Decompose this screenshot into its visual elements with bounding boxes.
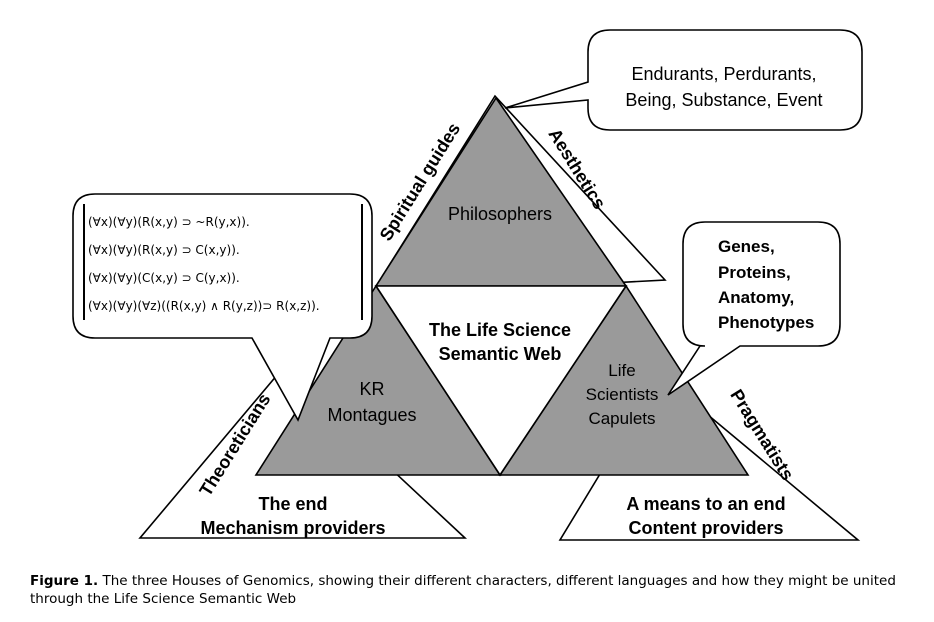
semantic-web-center-triangle [374,285,628,477]
three-houses-diagram: The Life Science Semantic Web Philosophe… [72,29,863,541]
biology-term-proteins: Proteins, [718,263,791,282]
biology-term-phenotypes: Phenotypes [718,313,814,332]
biology-term-genes: Genes, [718,237,775,256]
right-bottom-line1: A means to an end [626,494,785,514]
figure-caption-text: The three Houses of Genomics, showing th… [30,573,896,607]
ontology-terms-line2: Being, Substance, Event [625,90,822,110]
center-title-line1: The Life Science [429,320,571,340]
scientists-label: Scientists [586,385,659,404]
logic-formulas-bubble [72,193,373,422]
philosophers-label: Philosophers [448,204,552,224]
logic-formula-2: (∀x)(∀y)(R(x,y) ⊃ C(x,y)). [88,243,240,257]
figure-caption: Figure 1. The three Houses of Genomics, … [30,572,910,608]
ontology-terms-line1: Endurants, Perdurants, [631,64,816,84]
logic-formula-3: (∀x)(∀y)(C(x,y) ⊃ C(y,x)). [88,271,240,285]
kr-label: KR [359,379,384,399]
biology-term-anatomy: Anatomy, [718,288,794,307]
life-label: Life [608,361,635,380]
logic-formula-4: (∀x)(∀y)(∀z)((R(x,y) ∧ R(y,z))⊃ R(x,z)). [88,299,320,313]
left-bottom-line1: The end [258,494,327,514]
capulets-label: Capulets [588,409,655,428]
logic-formula-1: (∀x)(∀y)(R(x,y) ⊃ ~R(y,x)). [88,215,250,229]
left-bottom-line2: Mechanism providers [200,518,385,538]
center-title-line2: Semantic Web [439,344,562,364]
montagues-label: Montagues [327,405,416,425]
biology-terms-bubble [667,221,841,396]
right-bottom-line2: Content providers [628,518,783,538]
figure-label: Figure 1. [30,573,99,589]
ontology-terms-bubble [504,29,863,131]
